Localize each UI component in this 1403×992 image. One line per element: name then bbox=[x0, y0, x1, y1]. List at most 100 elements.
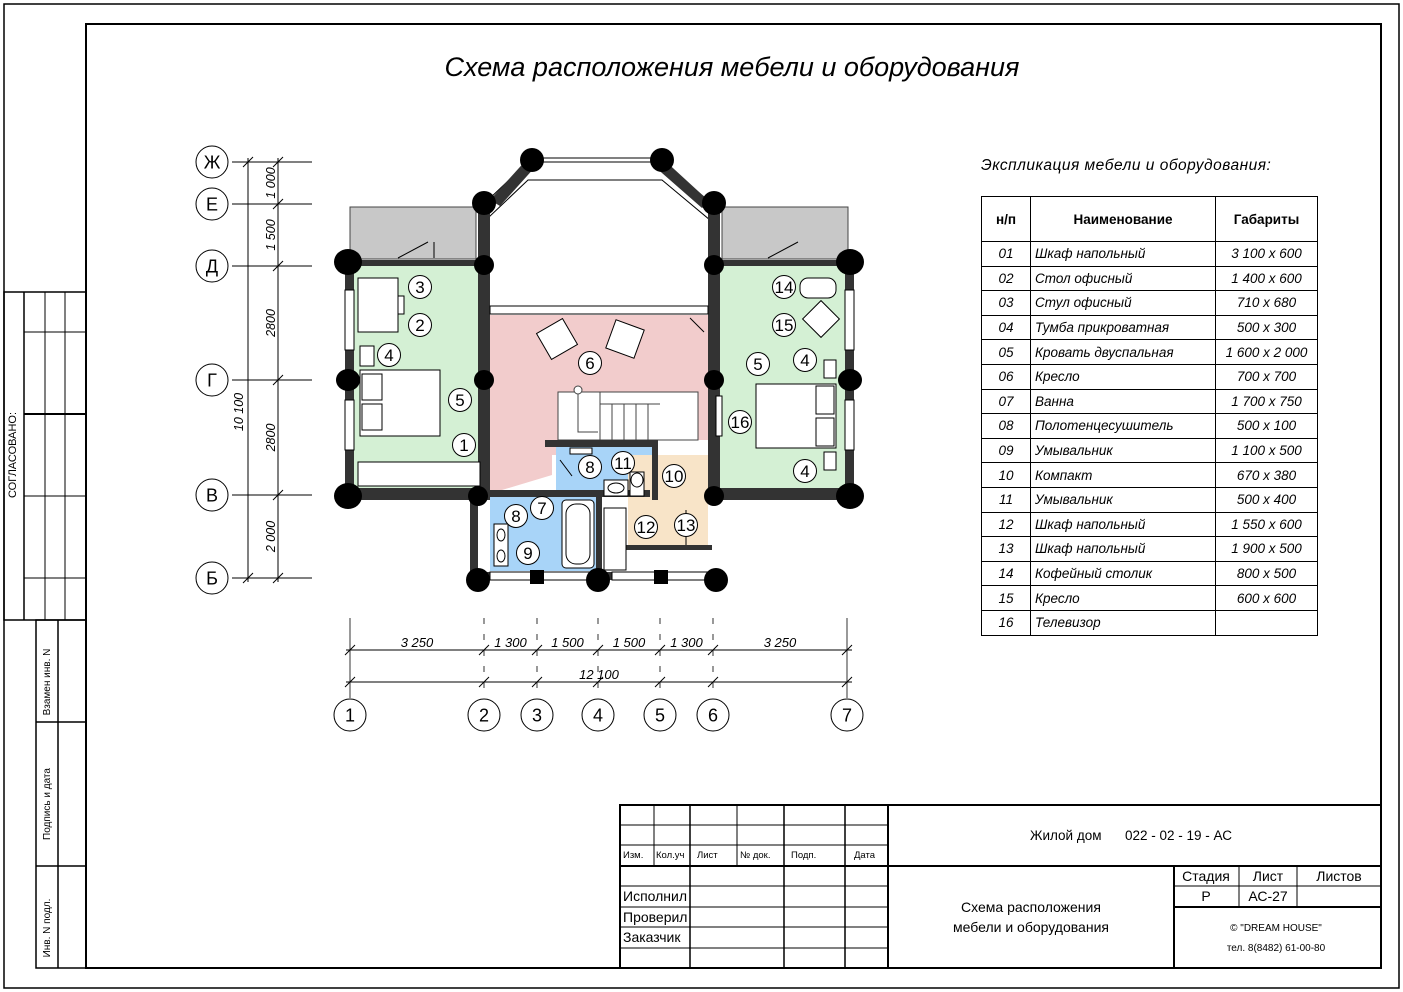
plan-mark-label: 15 bbox=[775, 316, 794, 335]
tb-col-doc: № док. bbox=[740, 850, 770, 861]
nightstand-right-1 bbox=[823, 359, 837, 379]
nightstand-left bbox=[359, 345, 375, 367]
letter-axis-marker-label: Б bbox=[206, 568, 218, 588]
explication-size: 1 400 х 600 bbox=[1215, 265, 1318, 292]
plan-mark: 4 bbox=[377, 343, 401, 367]
tb-sheets-label: Листов bbox=[1316, 868, 1362, 884]
vertical-dimensions bbox=[232, 156, 312, 584]
explication-name: Шкаф напольный bbox=[1030, 511, 1216, 538]
plan-mark: 12 bbox=[634, 515, 658, 539]
plan-mark-label: 14 bbox=[775, 278, 794, 297]
vertical-dim-label: 1 000 bbox=[264, 167, 278, 198]
plan-mark-label: 4 bbox=[800, 462, 809, 481]
number-axis-marker-label: 2 bbox=[479, 705, 489, 725]
plan-mark: 16 bbox=[728, 410, 752, 434]
explication-size bbox=[1215, 609, 1318, 636]
plan-mark-label: 5 bbox=[455, 391, 464, 410]
explication-size: 1 100 х 500 bbox=[1215, 437, 1318, 464]
explication-num: 04 bbox=[981, 314, 1031, 341]
tb-stage-value: Р bbox=[1201, 888, 1210, 904]
tb-sheet-title-2: мебели и оборудования bbox=[953, 919, 1109, 935]
plan-mark-label: 8 bbox=[511, 507, 520, 526]
agreed-label: СОГЛАСОВАНО: bbox=[7, 412, 19, 498]
letter-axis-marker-label: Г bbox=[207, 370, 217, 390]
horizontal-dimensions bbox=[346, 649, 852, 683]
number-axis-marker: 2 bbox=[467, 698, 501, 732]
plan-mark-label: 3 bbox=[415, 278, 424, 297]
plan-mark: 5 bbox=[746, 352, 770, 376]
plan-mark-label: 16 bbox=[731, 413, 750, 432]
explication-header-size: Габариты bbox=[1215, 196, 1318, 242]
letter-axis-marker: В bbox=[195, 478, 229, 512]
hall-armchairs bbox=[535, 317, 705, 361]
plan-mark: 10 bbox=[662, 464, 686, 488]
tb-project-name: Жилой дом bbox=[1030, 828, 1102, 843]
vertical-dim-label: 2 000 bbox=[264, 521, 278, 553]
explication-name: Телевизор bbox=[1030, 609, 1216, 636]
balcony-right bbox=[721, 206, 849, 260]
plan-mark: 11 bbox=[611, 451, 635, 475]
plan-mark-label: 13 bbox=[677, 516, 696, 535]
plan-mark: 7 bbox=[530, 496, 554, 520]
explication-name: Шкаф напольный bbox=[1030, 536, 1216, 562]
tb-company: © "DREAM HOUSE" bbox=[1230, 923, 1322, 934]
tb-sheet-title-1: Схема расположения bbox=[961, 899, 1101, 915]
number-axis-marker-label: 3 bbox=[532, 705, 542, 725]
plan-mark: 6 bbox=[578, 351, 602, 375]
towel-dryer bbox=[569, 447, 593, 455]
tv bbox=[715, 395, 723, 437]
explication-num: 11 bbox=[981, 486, 1031, 513]
tb-stage-label: Стадия bbox=[1182, 868, 1230, 884]
explication-name: Стул офисный bbox=[1030, 290, 1216, 316]
tb-col-sign: Подп. bbox=[791, 850, 816, 861]
horizontal-dim-label: 1 500 bbox=[613, 635, 646, 650]
horizontal-dim-label: 1 500 bbox=[551, 635, 584, 650]
bath-fixtures bbox=[493, 447, 645, 569]
explication-size: 710 х 680 bbox=[1215, 290, 1318, 316]
number-axis-marker-label: 1 bbox=[345, 705, 355, 725]
horizontal-total-dim: 12 100 bbox=[579, 667, 620, 682]
tb-col-list: Лист bbox=[697, 850, 718, 861]
replace-inv-label: Взамен инв. N bbox=[42, 649, 53, 716]
letter-axis-marker: Е bbox=[195, 187, 229, 221]
number-axis-marker-label: 4 bbox=[593, 705, 603, 725]
number-axis-marker: 4 bbox=[581, 698, 615, 732]
explication-size: 3 100 х 600 bbox=[1215, 241, 1318, 267]
plan-mark: 4 bbox=[793, 348, 817, 372]
plan-mark: 1 bbox=[452, 433, 476, 457]
number-axis-marker: 7 bbox=[830, 698, 864, 732]
explication-name: Полотенцесушитель bbox=[1030, 413, 1216, 439]
letter-axis-marker: Б bbox=[195, 561, 229, 595]
explication-size: 500 х 300 bbox=[1215, 314, 1318, 341]
tb-col-date: Дата bbox=[854, 850, 876, 861]
plan-mark-label: 4 bbox=[800, 351, 809, 370]
plan-mark-label: 11 bbox=[614, 454, 632, 473]
explication-size: 800 х 500 bbox=[1215, 560, 1318, 587]
explication-name: Умывальник bbox=[1030, 486, 1216, 513]
inv-orig-label: Инв. N подл. bbox=[42, 899, 53, 958]
letter-axis-marker: Г bbox=[195, 363, 229, 397]
explication-num: 09 bbox=[981, 437, 1031, 464]
page-title: Схема расположения мебели и оборудования bbox=[444, 52, 1020, 82]
vertical-dim-label: 2800 bbox=[264, 424, 278, 453]
explication-name: Кровать двуспальная bbox=[1030, 339, 1216, 365]
explication-num: 13 bbox=[981, 536, 1031, 562]
nightstand-right-2 bbox=[823, 451, 837, 471]
balcony-left bbox=[349, 206, 477, 260]
coffee-table bbox=[799, 277, 837, 299]
explication-num: 01 bbox=[981, 241, 1031, 267]
plan-mark: 15 bbox=[772, 313, 796, 337]
explication-title: Экспликация мебели и оборудования: bbox=[981, 157, 1272, 174]
tb-project-code: 022 - 02 - 19 - АС bbox=[1125, 828, 1232, 843]
title-block-col-headers: Изм. Кол.уч Лист № док. Подп. Дата bbox=[623, 850, 876, 861]
tb-sheet-value: АС-27 bbox=[1248, 888, 1288, 904]
sign-date-label: Подпись и дата bbox=[42, 768, 53, 840]
stair bbox=[557, 385, 699, 441]
